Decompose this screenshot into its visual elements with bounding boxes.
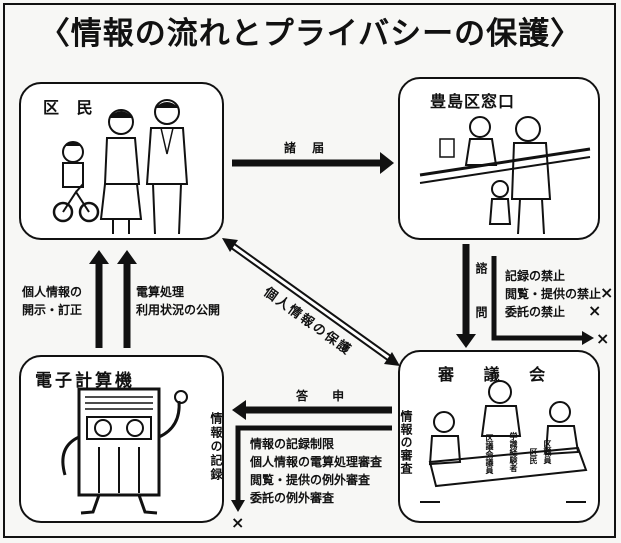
prohibition-1: 記録の禁止 [505,269,566,283]
computer-label: 電子計算機 [35,371,135,391]
meeting-card-4: 区職員 [543,440,552,464]
prohibition-bracket-cross: × [596,329,610,348]
disclosure-label-2: 開示・訂正 [22,303,83,317]
family-illustration [52,99,189,235]
meeting-card-2: 学識経験者 [509,432,518,472]
meeting-card-1: 区議会議員 [485,434,494,474]
report-label: 答 申 [296,389,355,403]
computer-node: 電子計算機 [19,355,224,523]
ward-office-node: 豊島区窓口 [398,77,600,240]
meeting-illustration [420,380,588,503]
prohibition-2-cross: × [600,283,614,302]
notification-label: 諸 届 [284,141,331,155]
ward-office-label: 豊島区窓口 [430,92,516,111]
diagram-title: 〈情報の流れとプライバシーの保護〉 [38,16,583,52]
processing-label-2: 利用状況の公開 [136,303,221,317]
meeting-card-3: 区民 [529,448,538,464]
council-review-label: 情報の審査 [399,410,413,475]
restriction-1: 情報の記録制限 [250,437,335,451]
record-bracket-cross: × [231,513,245,532]
counter-illustration [419,116,591,235]
restriction-4: 委託の例外審査 [250,491,335,505]
record-bracket [235,425,392,502]
council-node: 審 議 会 区議会議員 学識経験者 区民 区職員 [398,350,600,523]
residents-label: 区 民 [43,98,99,117]
restriction-3: 閲覧・提供の例外審査 [250,473,371,487]
computer-illustration [61,387,188,515]
prohibition-3-cross: × [588,301,602,320]
inquiry-label: 諮 問 [474,262,488,333]
info-record-label: 情報の記録 [209,412,223,482]
outer-frame [3,3,616,538]
restriction-2: 個人情報の電算処理審査 [250,455,383,469]
residents-node: 区 民 [19,82,224,240]
council-label: 審 議 会 [438,365,558,384]
disclosure-label-1: 個人情報の [22,285,83,299]
prohibition-bracket [491,256,584,341]
processing-label-1: 電算処理 [136,285,185,299]
prohibition-3: 委託の禁止 [505,305,566,319]
privacy-double-arrow [222,238,400,366]
prohibition-2: 閲覧・提供の禁止 [505,287,602,301]
